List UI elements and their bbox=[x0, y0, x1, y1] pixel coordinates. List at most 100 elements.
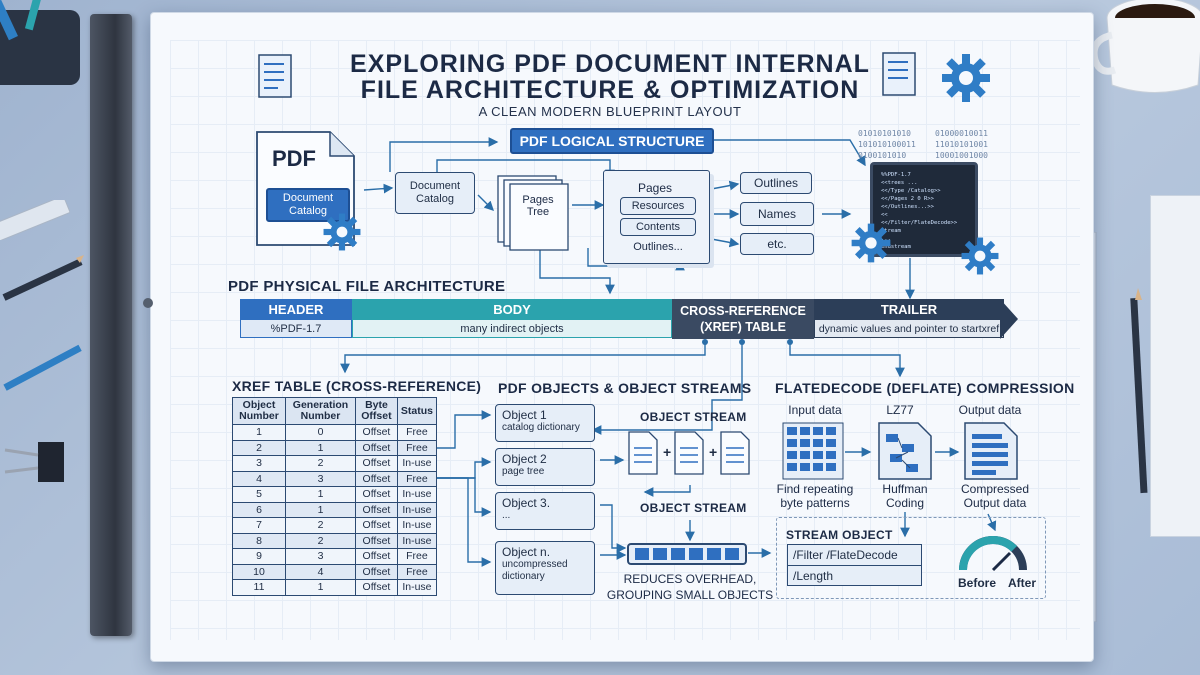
object-stream-label-1: OBJECT STREAM bbox=[640, 410, 747, 424]
cell-byte-offset: Offset bbox=[355, 424, 398, 441]
stream-object-label: STREAM OBJECT bbox=[786, 528, 893, 542]
pencil-icon bbox=[3, 344, 82, 391]
document-catalog-box: Document Catalog bbox=[395, 172, 475, 214]
col-object-number: Object Number bbox=[232, 397, 286, 425]
etc-box: etc. bbox=[740, 233, 814, 255]
plus-sign: + bbox=[709, 444, 718, 460]
lz77-doc-icon bbox=[876, 420, 934, 482]
col-generation-number: Generation Number bbox=[285, 397, 356, 425]
xref-table: Object Number Generation Number Byte Off… bbox=[232, 397, 438, 596]
cell-object-number: 10 bbox=[232, 563, 286, 580]
cell-byte-offset: Offset bbox=[355, 439, 398, 456]
cell-byte-offset: Offset bbox=[355, 517, 398, 534]
trailer-arrow-tip bbox=[1000, 299, 1018, 339]
cell-byte-offset: Offset bbox=[355, 455, 398, 472]
stream-dict-box: /Filter /FlateDecode /Length bbox=[787, 544, 922, 586]
cell-status: In-use bbox=[396, 501, 438, 518]
col-status: Status bbox=[396, 397, 438, 425]
cell-status: Free bbox=[396, 548, 438, 565]
cell-object-number: 7 bbox=[232, 517, 286, 534]
cell-status: In-use bbox=[396, 486, 438, 503]
output-doc-icon bbox=[962, 420, 1020, 482]
coffee-mug bbox=[1090, 0, 1200, 100]
pencil-icon bbox=[2, 255, 84, 301]
cell-status: Free bbox=[396, 470, 438, 487]
physical-heading: PDF PHYSICAL FILE ARCHITECTURE bbox=[228, 278, 506, 295]
cell-object-number: 2 bbox=[232, 439, 286, 456]
pencil-right bbox=[1125, 288, 1155, 498]
pencil-cup-icon bbox=[0, 0, 80, 85]
cell-status: In-use bbox=[396, 517, 438, 534]
pencil-icon bbox=[1130, 288, 1148, 494]
outlines-box: Outlines bbox=[740, 172, 812, 194]
compressed-line-2: Output data bbox=[963, 496, 1027, 510]
cell-generation-number: 3 bbox=[285, 548, 356, 565]
object-1-box: Object 1 catalog dictionary bbox=[495, 404, 595, 442]
pencil-left bbox=[0, 255, 90, 305]
find-line-2: byte patterns bbox=[780, 496, 850, 510]
xref-heading: XREF TABLE (CROSS-REFERENCE) bbox=[232, 378, 482, 394]
resources-box: Resources bbox=[620, 197, 696, 215]
object-n-title: Object n. bbox=[502, 545, 551, 559]
object-n-sub: uncompressed dictionary bbox=[502, 559, 568, 582]
xref-table-wrap: Object Number Generation Number Byte Off… bbox=[232, 397, 438, 596]
names-box: Names bbox=[740, 202, 814, 226]
object-stream-docs bbox=[625, 428, 755, 478]
flate-heading: FLATEDECODE (DEFLATE) COMPRESSION bbox=[775, 380, 1075, 396]
trailer-value: dynamic values and pointer to startxref bbox=[814, 319, 1004, 338]
gear-icon bbox=[960, 236, 1000, 276]
outlines-sub-label: Outlines... bbox=[633, 241, 683, 253]
pages-label: Pages bbox=[637, 181, 673, 195]
subtitle: A CLEAN MODERN BLUEPRINT LAYOUT bbox=[478, 104, 742, 119]
logical-structure-heading: PDF LOGICAL STRUCTURE bbox=[510, 128, 714, 154]
object-2-sub: page tree bbox=[502, 466, 545, 477]
cell-byte-offset: Offset bbox=[355, 563, 398, 580]
cell-object-number: 1 bbox=[232, 424, 286, 441]
plus-sign: + bbox=[663, 444, 672, 460]
rail-knob bbox=[143, 298, 153, 308]
cell-status: Free bbox=[396, 563, 438, 580]
speed-gauge-icon bbox=[958, 528, 1028, 574]
cell-generation-number: 4 bbox=[285, 563, 356, 580]
cell-byte-offset: Offset bbox=[355, 579, 398, 596]
object-2-box: Object 2 page tree bbox=[495, 448, 595, 486]
gear-icon bbox=[940, 52, 992, 104]
object-stream-bar bbox=[627, 543, 747, 565]
title-line-1: EXPLORING PDF DOCUMENT INTERNAL bbox=[350, 50, 870, 78]
cell-generation-number: 2 bbox=[285, 517, 356, 534]
object-3-sub: ... bbox=[502, 510, 511, 521]
input-data-grid bbox=[782, 422, 844, 480]
find-line-1: Find repeating bbox=[776, 482, 854, 496]
ruler-left bbox=[0, 195, 71, 244]
compressed-line-1: Compressed bbox=[960, 482, 1030, 496]
trailer-segment: TRAILER bbox=[814, 299, 1004, 319]
cell-byte-offset: Offset bbox=[355, 548, 398, 565]
cell-byte-offset: Offset bbox=[355, 470, 398, 487]
header-value: %PDF-1.7 bbox=[240, 319, 352, 338]
cell-byte-offset: Offset bbox=[355, 532, 398, 549]
document-list-icon bbox=[880, 50, 920, 100]
pages-tree-label: Pages Tree bbox=[522, 194, 554, 218]
before-label: Before bbox=[958, 576, 997, 590]
cell-generation-number: 2 bbox=[285, 455, 356, 472]
object-1-sub: catalog dictionary bbox=[502, 422, 580, 433]
cell-object-number: 4 bbox=[232, 470, 286, 487]
cell-generation-number: 1 bbox=[285, 501, 356, 518]
length-entry: /Length bbox=[793, 569, 834, 583]
cell-object-number: 3 bbox=[232, 455, 286, 472]
output-data-label: Output data bbox=[958, 403, 1022, 417]
cell-object-number: 9 bbox=[232, 548, 286, 565]
huffman-line-2: Coding bbox=[885, 496, 925, 510]
cell-object-number: 8 bbox=[232, 532, 286, 549]
cell-object-number: 5 bbox=[232, 486, 286, 503]
cell-generation-number: 2 bbox=[285, 532, 356, 549]
